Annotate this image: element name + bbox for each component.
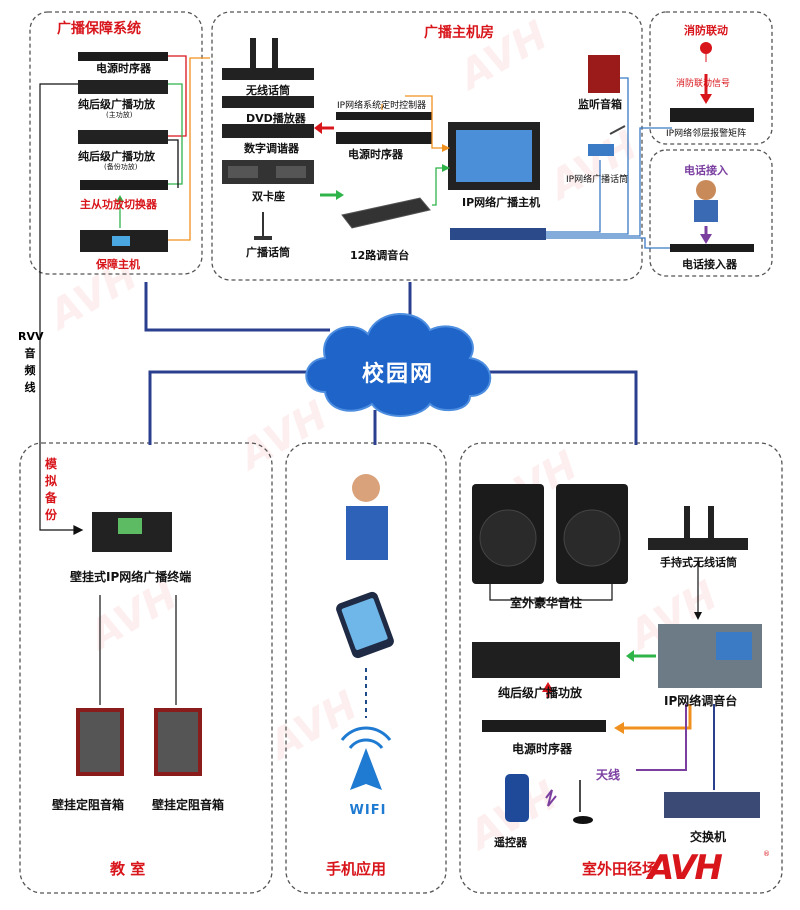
analog-backup-1: 拟 — [44, 474, 57, 488]
network-lines — [144, 282, 638, 445]
host-power-sequencer-label: 电源时序器 — [348, 148, 403, 161]
guarantee-amp-main-label: 纯后级广播功放 — [78, 98, 155, 111]
rvv-label-3: 线 — [24, 381, 36, 394]
guarantee-amp-main-sub: (主功放) — [106, 111, 133, 119]
monitor-speaker-label: 监听音箱 — [578, 98, 622, 111]
svg-text:AVH: AVH — [259, 682, 365, 770]
zone-mobile-box — [285, 442, 447, 894]
guarantee-power-sequencer-label: 电源时序器 — [96, 62, 151, 75]
digital-tuner-label: 数字调谐器 — [244, 142, 299, 155]
zone-title-outdoor: 室外田径场 — [582, 860, 658, 878]
analog-backup-2: 备 — [44, 491, 57, 505]
classroom-devices — [76, 512, 202, 776]
zone-fire-box — [649, 11, 773, 145]
rvv-label-0: RVV — [18, 330, 44, 343]
phone-title: 电话接入 — [684, 164, 728, 177]
outdoor-devices — [472, 484, 762, 824]
host-room-links — [314, 77, 672, 249]
ip-paging-mic-label: IP网络广播话筒 — [566, 175, 629, 185]
fire-matrix-label: IP网络邻层报警矩阵 — [666, 129, 747, 139]
rvv-label-2: 频 — [24, 364, 36, 377]
wifi-label: WIFI — [349, 803, 387, 818]
guarantee-switcher-label: 主从功放切换器 — [80, 198, 157, 211]
zone-host-room-box — [211, 11, 643, 281]
brand-mark: ® — [763, 850, 770, 858]
fire-title: 消防联动 — [684, 24, 728, 37]
outdoor-amp-label: 纯后级广播功放 — [498, 686, 583, 700]
zone-guarantee-box — [29, 11, 203, 275]
outdoor-links — [542, 562, 715, 807]
analog-backup-label: 模 拟 备 份 — [44, 456, 58, 524]
zone-phone-box — [649, 149, 773, 277]
outdoor-power-sequencer-label: 电源时序器 — [512, 742, 573, 756]
host-room-devices — [222, 38, 626, 240]
analog-backup-3: 份 — [44, 508, 57, 522]
phone-device-label: 电话接入器 — [682, 258, 737, 271]
column-speaker-label: 室外豪华音柱 — [510, 596, 583, 610]
guarantee-devices — [78, 52, 168, 252]
guarantee-guard-host-label: 保障主机 — [96, 258, 140, 271]
ip-mixer-label: IP网络调音台 — [664, 694, 738, 708]
rvv-label: RVV 音 频 线 — [18, 328, 44, 396]
classroom-terminal-label: 壁挂式IP网络广播终端 — [70, 570, 192, 584]
brand-logo: AVH — [648, 848, 723, 888]
svg-text:AVH: AVH — [539, 122, 645, 210]
timer-controller-label: IP网络系统定时控制器 — [337, 101, 427, 111]
dvd-label: DVD播放器 — [246, 112, 306, 125]
rvv-audio-line — [39, 83, 84, 535]
mobile-devices — [336, 474, 394, 790]
remote-label: 遥控器 — [494, 836, 527, 849]
mixer12-label: 12路调音台 — [350, 249, 410, 262]
fire-devices — [670, 42, 754, 122]
analog-backup-0: 模 — [44, 457, 57, 471]
antenna-label: 天线 — [596, 768, 621, 782]
zone-classroom-box — [19, 442, 273, 894]
fire-signal-label: 消防联动信号 — [676, 79, 731, 89]
guarantee-amp-backup-sub: (备份功放) — [104, 163, 138, 171]
zone-title-guarantee: 广播保障系统 — [57, 21, 141, 37]
campus-network-cloud — [305, 313, 492, 417]
campus-network-label: 校园网 — [361, 362, 435, 387]
classroom-speaker-right-label: 壁挂定阻音箱 — [152, 798, 225, 812]
wireless-mic-label: 无线话筒 — [246, 84, 290, 97]
phone-devices — [670, 180, 754, 252]
classroom-speaker-left-label: 壁挂定阻音箱 — [52, 798, 125, 812]
guarantee-amp-backup-label: 纯后级广播功放 — [78, 150, 155, 163]
paging-mic-label: 广播话筒 — [246, 246, 290, 259]
rvv-label-1: 音 — [24, 347, 36, 360]
ip-host-label: IP网络广播主机 — [462, 196, 541, 209]
cassette-label: 双卡座 — [252, 190, 285, 203]
switch-label: 交换机 — [690, 830, 727, 844]
zone-title-host-room: 广播主机房 — [424, 25, 494, 41]
svg-text:AVH: AVH — [79, 572, 185, 660]
handheld-mic-label: 手持式无线话筒 — [660, 556, 737, 569]
zone-outdoor-box — [459, 442, 783, 894]
zone-title-classroom: 教 室 — [110, 860, 146, 878]
guarantee-links — [116, 55, 210, 241]
zone-title-mobile: 手机应用 — [326, 860, 387, 878]
svg-text:AVH: AVH — [229, 392, 335, 480]
